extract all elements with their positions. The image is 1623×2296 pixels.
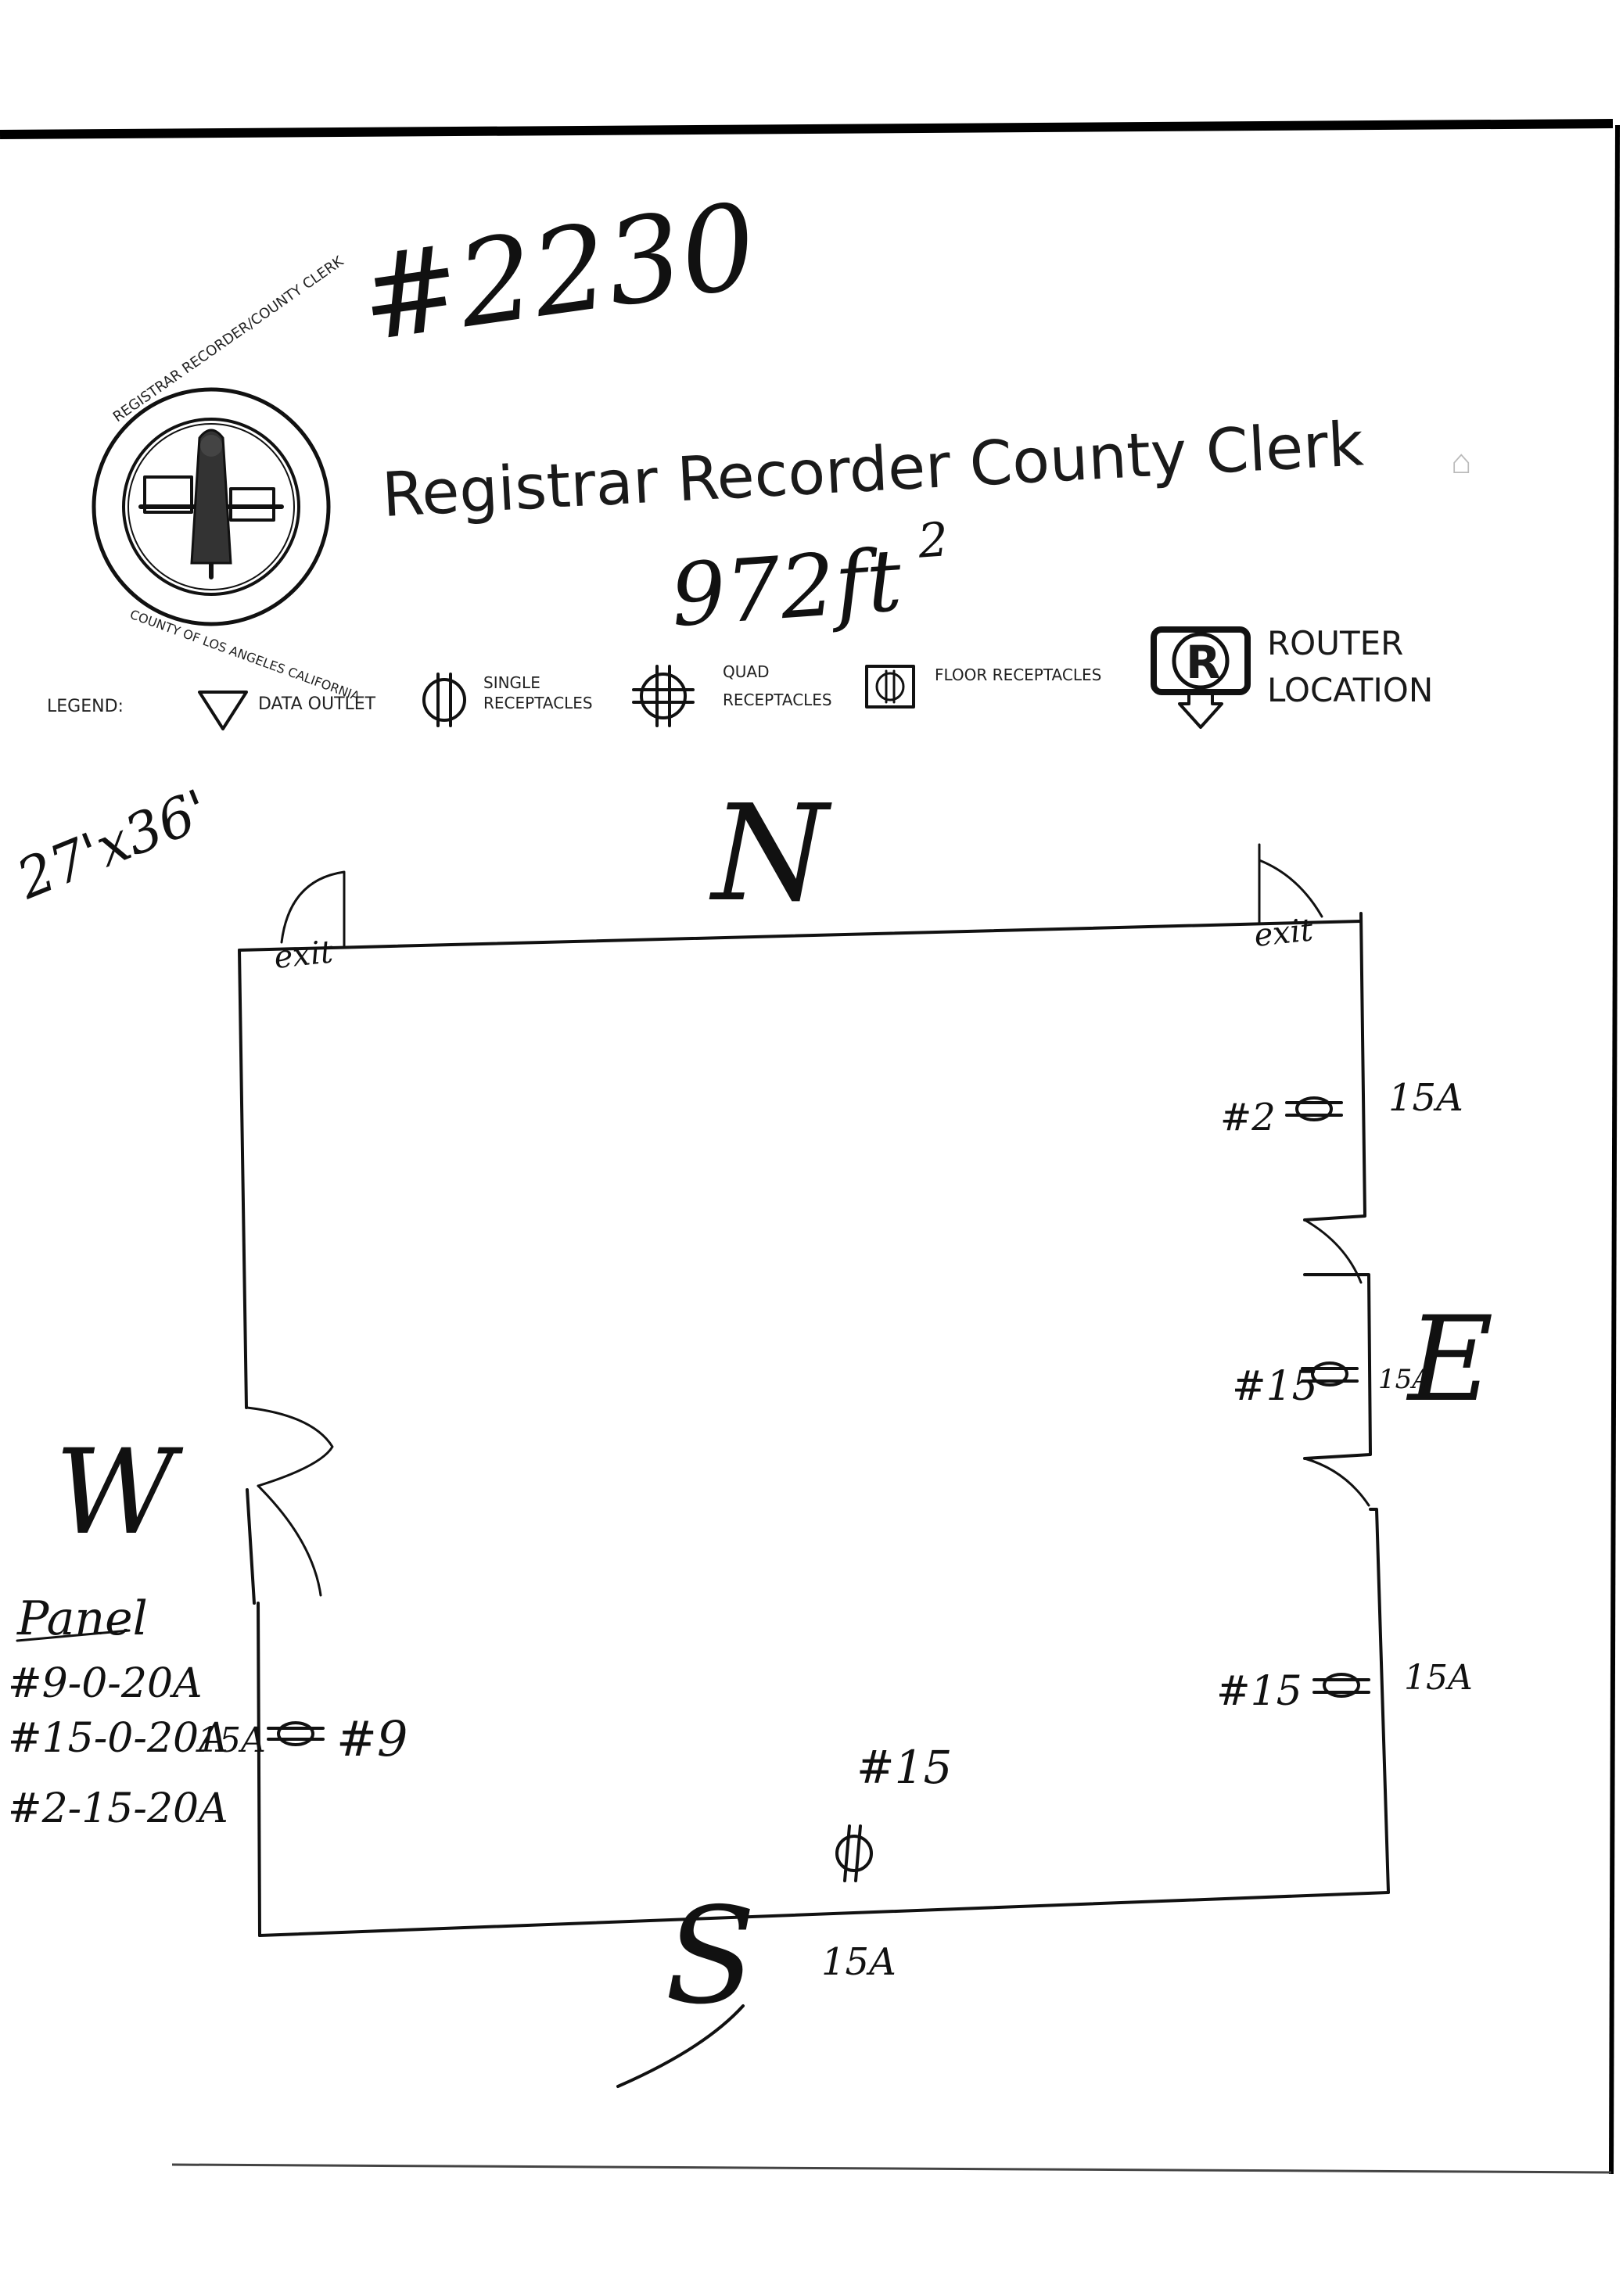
page-title: Registrar Recorder County Clerk [380,409,1365,531]
router-letter: R [1186,636,1221,689]
legend-quad-line2: RECEPTACLES [723,691,832,709]
outlet-number: #2 [1220,1096,1276,1139]
room-dimensions: 27'x36' [8,777,218,912]
router-line2: LOCATION [1267,671,1433,709]
compass-east: E [1406,1292,1494,1428]
compass-west: W [55,1425,184,1561]
compass-south: S [665,1879,756,2034]
home-icon: ⌂ [1451,443,1471,481]
scan-top-edge [0,119,1614,139]
outlet-number: #15 [1216,1668,1302,1715]
door-swings [246,843,1370,1597]
south-stroke [616,2004,745,2088]
exit-label-northeast: exit [1252,912,1315,954]
area-annotation: 972ft 2 [668,512,950,646]
single-receptacle-icon [422,673,466,727]
room-outline [238,912,1390,1937]
single-receptacle-icon [1312,1673,1370,1698]
svg-text:972ft: 972ft [668,530,906,646]
exit-label-northwest: exit [272,934,335,976]
outlet-number: #15 [856,1741,952,1794]
single-receptacle-icon [267,1721,325,1746]
panel-heading: Panel [16,1591,148,1646]
router-line1: ROUTER [1267,624,1403,662]
seal-ring-text: REGISTRAR RECORDER/COUNTY CLERK [110,253,347,425]
panel-line: #15-0-20A [8,1715,228,1762]
legend-label: LEGEND: [47,697,124,716]
scan-right-edge [1609,124,1620,2175]
outlet-amps: 15A [1388,1076,1463,1120]
seal-ring-text-bottom: COUNTY OF LOS ANGELES CALIFORNIA [128,607,362,704]
compass-north: N [709,777,832,931]
legend-single-line1: SINGLE [483,673,540,692]
handwritten-job-number: #2230 [353,178,765,368]
outlet-number: #9 [336,1710,408,1767]
single-receptacle-icon [835,1824,873,1882]
outlet-amps: 15A [1378,1364,1431,1395]
single-receptacle-icon [1285,1096,1343,1121]
svg-text:2: 2 [916,512,950,569]
county-seal: REGISTRAR RECORDER/COUNTY CLERK COUNTY O… [92,253,362,704]
outlet-amps: 15A [821,1940,896,1984]
panel-notes: Panel #9-0-20A #15-0-20A #2-15-20A [8,1591,228,1832]
legend: LEGEND: DATA OUTLET SINGLE RECEPTACLES Q… [47,624,1433,730]
single-receptacle-icon [1301,1361,1359,1387]
legend-floor: FLOOR RECEPTACLES [935,665,1101,684]
panel-line: #9-0-20A [8,1660,203,1707]
quad-receptacle-icon [632,665,695,727]
floor-receptacle-icon [865,665,915,709]
legend-quad-line1: QUAD [723,662,769,681]
legend-data-outlet: DATA OUTLET [258,694,376,714]
legend-single-line2: RECEPTACLES [483,694,593,712]
router-location-icon: R [1151,626,1251,729]
outlet-amps: 15A [1404,1658,1473,1698]
data-outlet-icon [198,691,248,730]
scan-bottom-edge [171,2163,1612,2174]
panel-line: #2-15-20A [8,1785,228,1832]
outlet-number: #15 [1232,1363,1318,1410]
outlet-amps: 15A [197,1720,266,1760]
